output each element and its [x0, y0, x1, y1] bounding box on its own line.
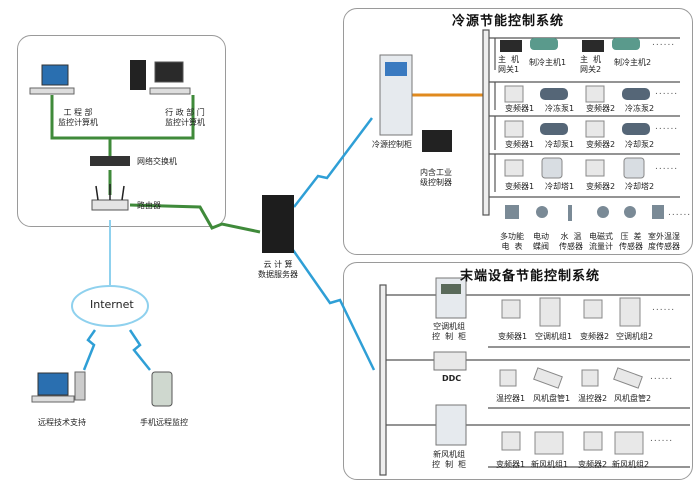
admin-pc-label: 行 政 部 门 监控计算机 — [165, 108, 205, 127]
tower1-label: 冷却塔1 — [545, 182, 575, 191]
ellipsis: ...... — [655, 162, 679, 172]
ellipsis: ...... — [655, 87, 679, 97]
fresh-cabinet-drawing — [435, 404, 467, 446]
data-links — [82, 117, 376, 371]
remote-support-label: 远程技术支持 — [38, 418, 86, 427]
cw-pump2-label: 冷却泵2 — [625, 140, 655, 149]
chw-pump1-label: 冷冻泵1 — [545, 104, 575, 113]
mobile-drawing — [151, 371, 173, 407]
switch-label: 网络交换机 — [137, 157, 177, 166]
chw-pump2-label: 冷冻泵2 — [625, 104, 655, 113]
inverter-label: 变频器2 — [586, 140, 616, 149]
cold-title: 冷源节能控制系统 — [452, 14, 565, 29]
ellipsis: ...... — [650, 372, 674, 382]
cloud-server-label: 云 计 算 数据服务器 — [258, 260, 298, 279]
thermostat1-label: 温控器1 — [496, 394, 526, 403]
gateway2-label: 主 机 网关2 — [580, 55, 602, 74]
fcu1-label: 风机盘管1 — [533, 394, 571, 403]
eng-pc-label: 工 程 部 监控计算机 — [58, 108, 98, 127]
chiller2-label: 制冷主机2 — [614, 58, 652, 67]
fresh-cabinet-label: 新风机组 控 制 柜 — [432, 450, 467, 469]
pump-drawings — [540, 88, 650, 135]
chiller1-label: 制冷主机1 — [529, 58, 567, 67]
ellipsis: ...... — [650, 434, 674, 444]
eng-pc-drawing — [29, 64, 75, 95]
terminal-title: 末端设备节能控制系统 — [460, 269, 601, 284]
sensor-watertemp-label: 水 温 传感器 — [559, 232, 583, 251]
inverter-label: 变频器2 — [586, 182, 616, 191]
plc-drawing — [422, 130, 452, 152]
fresh-unit1-label: 新风机组1 — [531, 460, 569, 469]
office-network-lines — [50, 95, 261, 234]
cold-bus — [482, 29, 680, 216]
remote-pc-drawing — [31, 371, 86, 403]
terminal-device-drawings — [499, 297, 644, 455]
inverter-label: 变频器1 — [505, 140, 535, 149]
tower-drawings — [541, 157, 645, 179]
router-drawing — [91, 184, 129, 211]
thermostat2-label: 温控器2 — [578, 394, 608, 403]
tower2-label: 冷却塔2 — [625, 182, 655, 191]
inverter-label: 变频器2 — [586, 104, 616, 113]
ahu-cabinet-drawing — [435, 277, 467, 319]
internet-cloud — [71, 285, 149, 327]
ahu1-label: 空调机组1 — [535, 332, 573, 341]
ddc-label: DDC — [442, 374, 462, 383]
ahu2-label: 空调机组2 — [616, 332, 654, 341]
sensor-dp-label: 压 差 传感器 — [619, 232, 643, 251]
chiller-drawings — [530, 38, 640, 50]
sensor-meter-label: 多功能 电 表 — [500, 232, 524, 251]
plc-label: 内含工业 级控制器 — [420, 168, 452, 187]
server-drawing — [262, 195, 294, 253]
sensor-flow-label: 电磁式 流量计 — [589, 232, 613, 251]
fresh-unit2-label: 新风机组2 — [612, 460, 650, 469]
ddc-drawing — [433, 351, 467, 371]
router-label: 路由器 — [137, 201, 161, 210]
sensor-outdoor-label: 室外温湿 度传感器 — [648, 232, 680, 251]
inverter-label: 变频器1 — [505, 104, 535, 113]
ahu-cabinet-label: 空调机组 控 制 柜 — [432, 322, 467, 341]
switch-drawing — [90, 156, 130, 166]
ellipsis: ...... — [655, 122, 679, 132]
inverter-label: 变频器2 — [580, 332, 610, 341]
admin-pc-drawing — [130, 60, 191, 95]
inverter-label: 变频器1 — [496, 460, 526, 469]
inverter-label: 变频器1 — [505, 182, 535, 191]
mobile-monitor-label: 手机远程监控 — [140, 418, 188, 427]
internet-label: Internet — [90, 298, 134, 311]
gateway1-label: 主 机 网关1 — [498, 55, 520, 74]
gateway-drawings — [500, 40, 604, 52]
cold-cabinet-drawing — [379, 54, 413, 136]
ellipsis: ...... — [668, 208, 692, 218]
fcu2-label: 风机盘管2 — [614, 394, 652, 403]
sensor-valve-label: 电动 蝶阀 — [533, 232, 549, 251]
inverter-label: 变频器2 — [578, 460, 608, 469]
inverter-drawings — [504, 85, 605, 177]
ellipsis: ...... — [652, 303, 676, 313]
cold-cabinet-label: 冷源控制柜 — [372, 140, 412, 149]
sensor-drawings — [505, 205, 664, 221]
ellipsis: ...... — [652, 38, 676, 48]
inverter-label: 变频器1 — [498, 332, 528, 341]
cw-pump1-label: 冷却泵1 — [545, 140, 575, 149]
